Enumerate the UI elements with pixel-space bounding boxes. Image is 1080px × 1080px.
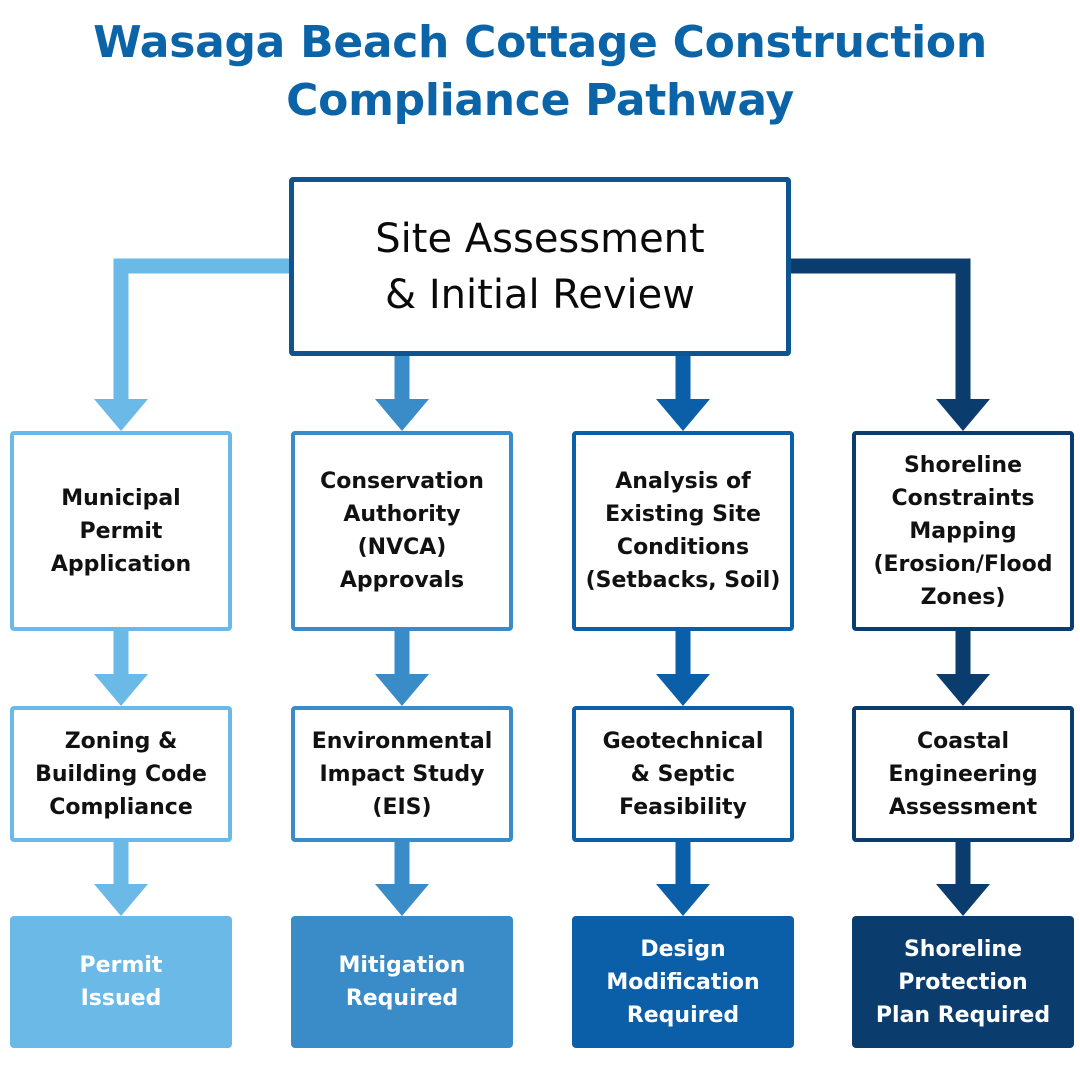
node-analysis-existing-site-conditions: Analysis of Existing Site Conditions (Se…: [572, 431, 794, 631]
arrow-head-stage-1-a: [94, 674, 148, 706]
result-label: Mitigation Required: [338, 953, 466, 1011]
arrow-head-stage-4-a: [936, 674, 990, 706]
arrow-head-stage-4-b: [936, 884, 990, 916]
result-label: Permit Issued: [79, 953, 163, 1011]
node-coastal-engineering-assessment: Coastal Engineering Assessment: [852, 706, 1074, 842]
root-node-site-assessment: Site Assessment & Initial Review: [289, 177, 791, 356]
arrow-head-col-3: [656, 399, 710, 431]
node-zoning-building-code-compliance: Zoning & Building Code Compliance: [10, 706, 232, 842]
node-label: Analysis of Existing Site Conditions (Se…: [585, 469, 781, 593]
node-label: Municipal Permit Application: [50, 485, 192, 577]
root-node-label: Site Assessment & Initial Review: [375, 215, 705, 318]
node-label: Zoning & Building Code Compliance: [35, 728, 207, 820]
result-permit-issued: Permit Issued: [10, 916, 232, 1048]
arrow-head-stage-2-a: [375, 674, 429, 706]
node-label: Environmental Impact Study (EIS): [311, 728, 493, 820]
node-label: Shoreline Constraints Mapping (Erosion/F…: [873, 452, 1053, 610]
node-conservation-authority-approvals: Conservation Authority (NVCA) Approvals: [291, 431, 513, 631]
node-label: Coastal Engineering Assessment: [888, 728, 1038, 820]
arrow-head-stage-3-a: [656, 674, 710, 706]
result-shoreline-protection-plan-required: Shoreline Protection Plan Required: [852, 916, 1074, 1048]
node-municipal-permit-application: Municipal Permit Application: [10, 431, 232, 631]
arrow-head-col-1: [94, 399, 148, 431]
diagram-title: Wasaga Beach Cottage Construction Compli…: [0, 14, 1080, 130]
node-label: Conservation Authority (NVCA) Approvals: [320, 469, 484, 593]
node-geotechnical-septic-feasibility: Geotechnical & Septic Feasibility: [572, 706, 794, 842]
result-design-modification-required: Design Modification Required: [572, 916, 794, 1048]
node-shoreline-constraints-mapping: Shoreline Constraints Mapping (Erosion/F…: [852, 431, 1074, 631]
node-label: Geotechnical & Septic Feasibility: [602, 728, 764, 820]
arrow-head-stage-2-b: [375, 884, 429, 916]
result-mitigation-required: Mitigation Required: [291, 916, 513, 1048]
arrow-head-stage-3-b: [656, 884, 710, 916]
node-environmental-impact-study: Environmental Impact Study (EIS): [291, 706, 513, 842]
arrow-head-stage-1-b: [94, 884, 148, 916]
title-line-1: Wasaga Beach Cottage Construction: [93, 17, 987, 68]
result-label: Shoreline Protection Plan Required: [875, 936, 1051, 1028]
arrow-head-col-4: [936, 399, 990, 431]
result-label: Design Modification Required: [606, 936, 760, 1028]
arrow-head-col-2: [375, 399, 429, 431]
title-line-2: Compliance Pathway: [286, 75, 794, 126]
